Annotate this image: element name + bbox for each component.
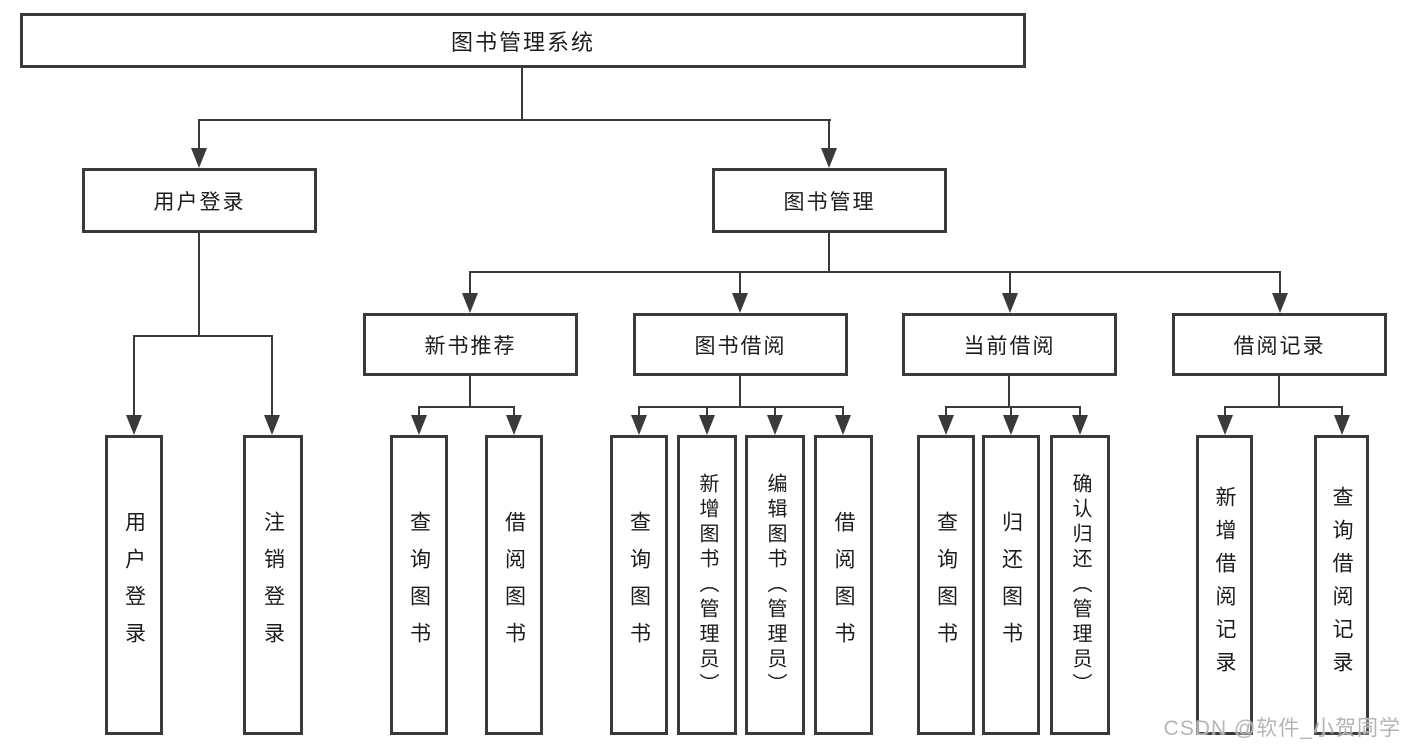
arrowhead-modB-leaf-2 <box>699 415 715 435</box>
node-book-management: 图书管理 <box>712 168 947 233</box>
leaf-confirm-return-admin: 确认归还（管理员） <box>1050 435 1110 735</box>
node-root-label: 图书管理系统 <box>450 29 595 55</box>
leaf-borrow-books-label: 借阅图书 <box>832 511 855 659</box>
leaf-add-books-admin: 新增图书（管理员） <box>677 435 737 735</box>
arrowhead-to-new-book-recommend <box>462 293 478 313</box>
arrowhead-modB-leaf-1 <box>631 415 647 435</box>
edge-login-bar <box>133 335 273 337</box>
edge-mgmt-bar <box>470 271 1280 273</box>
arrowhead-to-borrowing-records <box>1272 293 1288 313</box>
arrowhead-to-current-borrowing <box>1002 293 1018 313</box>
edge-modA-drop-1 <box>418 406 420 418</box>
node-current-borrowing-label: 当前借阅 <box>963 334 1056 358</box>
edge-mgmt-drop-4 <box>1279 271 1281 295</box>
node-book-management-label: 图书管理 <box>783 190 876 214</box>
edge-root-bar <box>198 119 831 121</box>
node-book-borrowing: 图书借阅 <box>633 313 848 376</box>
leaf-logout: 注销登录 <box>243 435 303 735</box>
edge-modD-drop-2 <box>1341 406 1343 418</box>
edge-modB-drop-2 <box>706 406 708 418</box>
node-user-login: 用户登录 <box>82 168 317 233</box>
edge-modC-drop-2 <box>1010 406 1012 418</box>
edge-modA-bar <box>419 406 514 408</box>
node-new-book-recommend: 新书推荐 <box>363 313 578 376</box>
edge-modB-stem <box>739 376 741 407</box>
leaf-add-borrow-record: 新增借阅记录 <box>1196 435 1253 735</box>
edge-modC-bar <box>946 406 1080 408</box>
leaf-return-books-label: 归还图书 <box>999 511 1023 659</box>
arrowhead-modD-leaf-2 <box>1334 415 1350 435</box>
arrowhead-to-book-management <box>821 148 837 168</box>
arrowhead-to-leaf-user-login <box>126 415 142 435</box>
edge-modD-stem <box>1278 376 1280 407</box>
edge-login-stem <box>198 233 200 337</box>
leaf-edit-books-admin: 编辑图书（管理员） <box>745 435 805 735</box>
edge-modD-bar <box>1225 406 1342 408</box>
leaf-query-borrow-record-label: 查询借阅记录 <box>1330 486 1353 684</box>
edge-modB-drop-3 <box>774 406 776 418</box>
node-borrowing-records-label: 借阅记录 <box>1233 334 1326 358</box>
leaf-add-borrow-record-label: 新增借阅记录 <box>1213 486 1236 684</box>
arrowhead-to-leaf-logout <box>264 415 280 435</box>
csdn-watermark: CSDN @软件_小贺同学 <box>1163 717 1401 740</box>
node-book-borrowing-label: 图书借阅 <box>694 334 787 358</box>
node-current-borrowing: 当前借阅 <box>902 313 1117 376</box>
leaf-edit-books-admin-label: 编辑图书（管理员） <box>764 472 786 698</box>
arrowhead-to-user-login <box>191 148 207 168</box>
leaf-recommend-borrow-books: 借阅图书 <box>485 435 543 735</box>
leaf-recommend-borrow-books-label: 借阅图书 <box>502 511 526 659</box>
leaf-return-books: 归还图书 <box>982 435 1040 735</box>
edge-mgmt-drop-2 <box>739 271 741 295</box>
arrowhead-modC-leaf-3 <box>1072 415 1088 435</box>
leaf-confirm-return-admin-label: 确认归还（管理员） <box>1069 472 1091 698</box>
arrowhead-modC-leaf-2 <box>1003 415 1019 435</box>
leaf-borrow-query-books-label: 查询图书 <box>627 511 651 659</box>
edge-root-stem <box>521 68 523 121</box>
edge-root-drop-right <box>828 119 830 150</box>
edge-login-drop-1 <box>133 335 135 417</box>
edge-login-drop-2 <box>271 335 273 417</box>
node-new-book-recommend-label: 新书推荐 <box>424 334 517 358</box>
edge-mgmt-drop-1 <box>469 271 471 295</box>
arrowhead-to-book-borrowing <box>732 293 748 313</box>
edge-modA-stem <box>469 376 471 407</box>
edge-modB-drop-1 <box>638 406 640 418</box>
edge-modA-drop-2 <box>513 406 515 418</box>
arrowhead-modB-leaf-4 <box>835 415 851 435</box>
arrowhead-modA-leaf-1 <box>411 415 427 435</box>
leaf-user-login: 用户登录 <box>105 435 163 735</box>
leaf-recommend-query-books-label: 查询图书 <box>407 511 431 659</box>
arrowhead-modA-leaf-2 <box>506 415 522 435</box>
leaf-borrow-query-books: 查询图书 <box>610 435 668 735</box>
leaf-add-books-admin-label: 新增图书（管理员） <box>696 472 718 698</box>
leaf-current-query-books: 查询图书 <box>917 435 975 735</box>
edge-modD-drop-1 <box>1224 406 1226 418</box>
node-borrowing-records: 借阅记录 <box>1172 313 1387 376</box>
node-user-login-label: 用户登录 <box>153 190 246 214</box>
leaf-recommend-query-books: 查询图书 <box>390 435 448 735</box>
node-root: 图书管理系统 <box>20 13 1026 68</box>
edge-modC-drop-1 <box>945 406 947 418</box>
edge-modB-bar <box>639 406 843 408</box>
edge-mgmt-drop-3 <box>1009 271 1011 295</box>
arrowhead-modD-leaf-1 <box>1217 415 1233 435</box>
edge-mgmt-stem <box>828 233 830 273</box>
arrowhead-modC-leaf-1 <box>938 415 954 435</box>
edge-root-drop-left <box>198 119 200 150</box>
leaf-borrow-books: 借阅图书 <box>814 435 873 735</box>
edge-modC-drop-3 <box>1079 406 1081 418</box>
leaf-logout-label: 注销登录 <box>261 511 285 659</box>
leaf-query-borrow-record: 查询借阅记录 <box>1314 435 1369 735</box>
arrowhead-modB-leaf-3 <box>767 415 783 435</box>
leaf-current-query-books-label: 查询图书 <box>934 511 958 659</box>
edge-modB-drop-4 <box>842 406 844 418</box>
leaf-user-login-label: 用户登录 <box>122 511 146 659</box>
edge-modC-stem <box>1008 376 1010 407</box>
